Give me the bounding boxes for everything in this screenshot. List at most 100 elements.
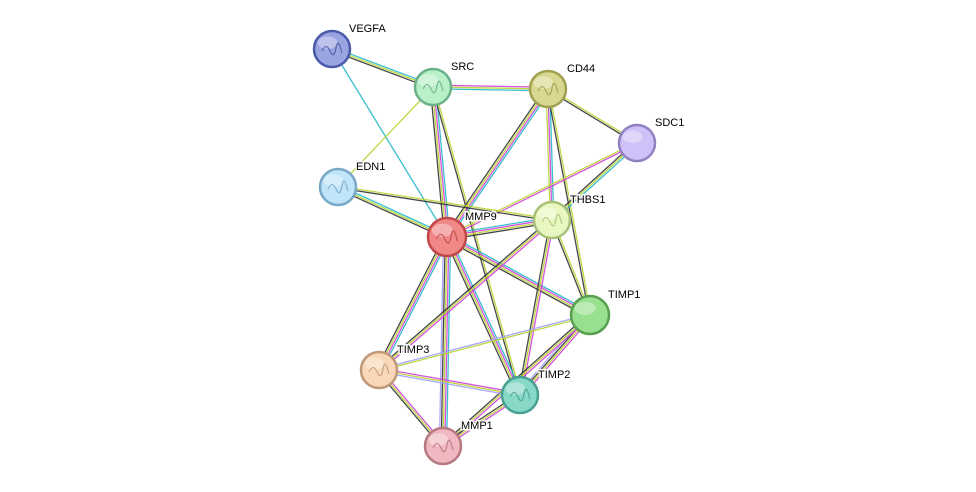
node-highlight [364, 357, 385, 371]
edge-src-timp2[interactable] [431, 86, 522, 396]
edge-mmp9-timp2[interactable] [443, 235, 524, 397]
edge-cd44-thbs1[interactable] [545, 88, 555, 221]
edge-evidence-database [549, 88, 555, 220]
node-cd44[interactable] [528, 69, 568, 109]
edge-evidence-experiments [447, 236, 522, 395]
node-highlight [622, 130, 643, 143]
protein-structure-icon [327, 180, 349, 194]
node-timp2[interactable] [500, 375, 540, 415]
node-label-vegfa: VEGFA [349, 23, 386, 35]
edge-evidence-coexpression [445, 238, 590, 318]
edge-evidence-database [448, 235, 524, 395]
node-sdc1[interactable] [617, 123, 657, 163]
node-label-halo: MMP9 [465, 211, 497, 223]
node-timp3[interactable] [359, 350, 399, 390]
edge-evidence-coexpression [377, 218, 552, 370]
edge-sdc1-mmp9[interactable] [446, 141, 638, 239]
node-circle [318, 167, 358, 207]
node-label-halo: SRC [451, 61, 474, 73]
edge-evidence-experiments [447, 143, 638, 239]
edge-evidence-coexpression [429, 87, 445, 238]
node-label-halo: MMP1 [461, 420, 493, 432]
node-label-halo: VEGFA [349, 23, 386, 35]
edge-evidence-textmining [378, 369, 521, 396]
node-label-mmp9: MMP9 [465, 211, 497, 223]
edge-mmp9-timp3[interactable] [376, 235, 450, 372]
node-highlight [323, 174, 344, 187]
edge-mmp9-timp1[interactable] [445, 234, 592, 318]
edge-evidence-experiments [433, 84, 549, 88]
node-label-halo: EDN1 [356, 161, 385, 173]
edge-evidence-coexpression [440, 236, 446, 446]
edge-evidence-textmining [519, 219, 553, 396]
node-circle [312, 29, 352, 69]
node-label-halo: TIMP3 [397, 344, 429, 356]
node-label-halo: THBS1 [570, 194, 605, 206]
protein-structure-icon [537, 82, 559, 96]
edge-cd44-mmp9[interactable] [444, 87, 551, 239]
edge-evidence-textmining [378, 219, 553, 371]
node-label-cd44: CD44 [567, 63, 595, 75]
edge-evidence-textmining [545, 89, 551, 221]
edge-timp1-timp3[interactable] [378, 313, 591, 372]
node-circle [423, 426, 463, 466]
edge-evidence-database [380, 237, 450, 372]
node-vegfa[interactable] [312, 29, 352, 69]
node-circle [426, 216, 468, 258]
edge-evidence-textmining [433, 86, 522, 395]
edge-evidence-experiments [444, 237, 450, 447]
edge-evidence-experiments [379, 237, 449, 371]
node-circle [528, 69, 568, 109]
edge-evidence-textmining [446, 237, 590, 317]
node-label-halo: TIMP1 [608, 289, 640, 301]
node-edn1[interactable] [318, 167, 358, 207]
node-timp1[interactable] [569, 294, 611, 336]
node-label-halo: TIMP2 [538, 369, 570, 381]
edge-evidence-coexpression [431, 87, 520, 396]
edge-evidence-experiments [547, 88, 553, 221]
node-mmp9[interactable] [426, 216, 468, 258]
edge-evidence-textmining [445, 237, 520, 396]
edge-evidence-coexpression [443, 237, 519, 397]
protein-structure-icon [509, 388, 531, 402]
node-highlight [505, 382, 526, 396]
protein-structure-icon [422, 80, 444, 94]
edge-evidence-textmining [337, 86, 434, 188]
edge-evidence-homology [378, 371, 520, 398]
edge-evidence-database [435, 86, 451, 237]
node-label-timp1: TIMP1 [608, 289, 640, 301]
node-label-halo: CD44 [567, 63, 595, 75]
edge-thbs1-timp2[interactable] [517, 219, 555, 396]
edge-evidence-coexpression [517, 219, 551, 395]
node-label-halo: SDC1 [655, 117, 684, 129]
edge-evidence-database [445, 237, 452, 447]
edge-mmp9-mmp1[interactable] [438, 236, 452, 447]
edge-evidence-textmining [446, 141, 637, 237]
protein-structure-icon [541, 213, 563, 227]
node-circle [359, 350, 399, 390]
node-label-thbs1: THBS1 [570, 194, 605, 206]
edge-evidence-experiments [379, 220, 554, 372]
edge-edn1-thbs1[interactable] [337, 185, 553, 222]
node-circle [532, 200, 572, 240]
edge-evidence-database [447, 234, 592, 314]
edge-evidence-experiments [447, 235, 591, 315]
edge-timp3-timp2[interactable] [378, 367, 521, 398]
edge-evidence-textmining [445, 88, 548, 237]
edge-evidence-homology [378, 313, 590, 370]
edge-evidence-database [432, 88, 548, 92]
node-label-src: SRC [451, 61, 474, 73]
node-thbs1[interactable] [532, 200, 572, 240]
node-circle [413, 67, 453, 107]
edge-evidence-experiments [521, 220, 555, 396]
node-mmp1[interactable] [423, 426, 463, 466]
node-src[interactable] [413, 67, 453, 107]
edge-thbs1-timp3[interactable] [377, 218, 554, 372]
edge-src-edn1[interactable] [337, 86, 434, 188]
edge-src-mmp9[interactable] [429, 86, 451, 238]
edge-evidence-textmining [377, 236, 447, 370]
node-circle [569, 294, 611, 336]
node-highlight [428, 433, 449, 447]
edge-vegfa-mmp9[interactable] [331, 48, 448, 238]
